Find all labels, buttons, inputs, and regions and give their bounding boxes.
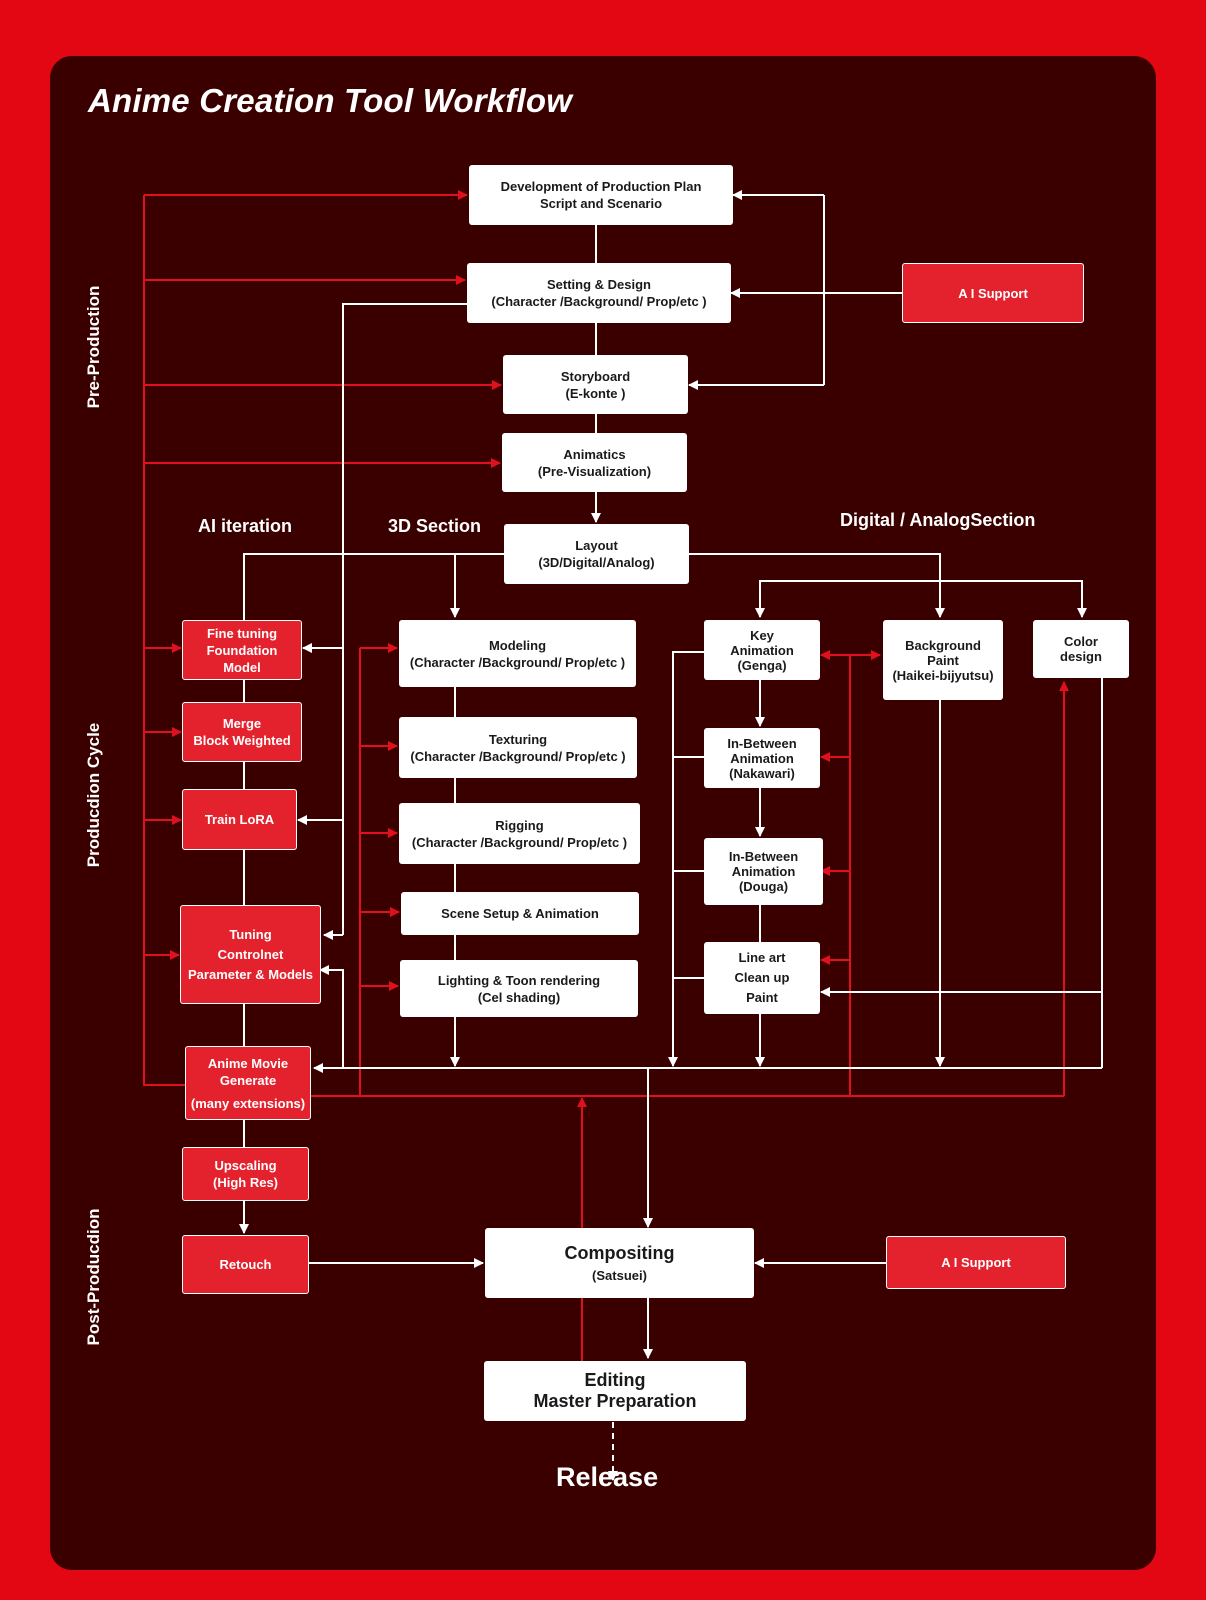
phase-label-pre-production: Pre-Production [84, 285, 103, 409]
node-merge: Merge Block Weighted [182, 702, 302, 762]
node-line: (Genga) [737, 657, 787, 673]
node-layout: Layout (3D/Digital/Analog) [504, 524, 689, 584]
release-label: Release [556, 1462, 659, 1492]
node-line: Upscaling [214, 1158, 277, 1173]
node-line: design [1060, 649, 1102, 664]
node-key-animation: Key Animation (Genga) [704, 620, 820, 680]
node-tuning: Tuning Controlnet Parameter & Models [180, 905, 321, 1004]
node-texturing: Texturing (Character /Background/ Prop/e… [399, 717, 637, 778]
node-upscaling: Upscaling (High Res) [182, 1147, 309, 1201]
node-line: (Character /Background/ Prop/etc ) [491, 294, 707, 309]
node-lighting: Lighting & Toon rendering (Cel shading) [400, 960, 638, 1017]
node-color-design: Color design [1033, 620, 1129, 678]
node-line: Lighting & Toon rendering [437, 972, 601, 988]
node-anime-movie: Anime Movie Generate (many extensions) [185, 1046, 311, 1120]
node-line: (Pre-Visualization) [537, 463, 652, 479]
node-line: In-Between [727, 735, 797, 751]
node-line: Animation [730, 642, 794, 658]
node-line: Tuning [229, 926, 272, 942]
node-line: (Character /Background/ Prop/etc ) [409, 654, 626, 670]
node-line: Setting & Design [546, 277, 651, 292]
node-train-lora: Train LoRA [182, 789, 297, 850]
node-line: Paint [746, 990, 778, 1005]
node-background-paint: Background Paint (Haikei-bijyutsu) [883, 620, 1003, 700]
node-line: Color [1064, 634, 1098, 649]
node-line: Animation [730, 750, 794, 766]
node-line: Development of Production Plan [500, 179, 702, 194]
node-ai-support-top: A I Support [902, 263, 1084, 323]
node-line: (Cel shading) [477, 989, 561, 1005]
node-line: Rigging [495, 817, 544, 833]
node-line: Background [905, 637, 981, 653]
node-line: (Nakawari) [729, 765, 795, 781]
node-line: A I Support [958, 285, 1028, 301]
node-line: Clean up [734, 970, 790, 985]
node-line: Paint [927, 652, 959, 668]
node-line: (Character /Background/ Prop/etc ) [411, 834, 628, 850]
section-heading-3d: 3D Section [388, 516, 482, 536]
node-line: Modeling [488, 637, 547, 653]
node-compositing: Compositing (Satsuei) [485, 1228, 754, 1298]
node-line: Anime Movie [207, 1055, 289, 1071]
node-line: Controlnet [217, 946, 284, 962]
node-modeling: Modeling (Character /Background/ Prop/et… [399, 620, 636, 687]
node-line: (High Res) [213, 1175, 278, 1190]
node-inbetween-douga: In-Between Animation (Douga) [704, 838, 823, 905]
node-line-art: Line art Clean up Paint [704, 942, 820, 1014]
node-line: Editing [584, 1370, 646, 1390]
node-line: (many extensions) [190, 1095, 306, 1111]
phase-label-production-cycle: Producdion Cycle [84, 722, 103, 868]
node-line: Foundation [206, 642, 278, 658]
node-line: Parameter & Models [188, 966, 313, 982]
node-line: Master Preparation [533, 1391, 697, 1411]
node-inbetween-nakawari: In-Between Animation (Nakawari) [704, 728, 820, 788]
node-line: (Satsuei) [592, 1267, 647, 1283]
node-line: Merge [222, 716, 262, 731]
section-heading-digital-analog: Digital / AnalogSection [840, 510, 1036, 530]
node-line: Model [223, 659, 261, 675]
node-line: A I Support [941, 1255, 1011, 1270]
node-production-plan: Development of Production Plan Script an… [469, 165, 733, 225]
node-line: Animatics [563, 446, 626, 462]
node-line: Train LoRA [204, 812, 275, 827]
node-line: Animation [731, 864, 796, 879]
node-retouch: Retouch [182, 1235, 309, 1294]
node-line: Scene Setup & Animation [441, 906, 599, 921]
node-line: Compositing [564, 1242, 675, 1263]
node-line: Key [750, 627, 774, 643]
node-line: (Character /Background/ Prop/etc ) [410, 748, 626, 764]
node-storyboard: Storyboard (E-konte ) [503, 355, 688, 414]
node-line: Layout [575, 538, 618, 553]
node-line: (E-konte ) [565, 385, 626, 401]
node-setting-design: Setting & Design (Character /Background/… [467, 263, 731, 323]
node-fine-tuning: Fine tuning Foundation Model [182, 620, 302, 680]
node-line: (Haikei-bijyutsu) [892, 667, 994, 683]
node-ai-support-bottom: A I Support [886, 1236, 1066, 1289]
node-line: Fine tuning [206, 625, 278, 641]
section-heading-ai-iteration: AI iteration [198, 516, 293, 536]
node-line: Block Weighted [193, 733, 291, 748]
node-editing: Editing Master Preparation [484, 1361, 746, 1421]
node-line: (3D/Digital/Analog) [538, 555, 655, 570]
node-line: Texturing [488, 731, 548, 747]
phase-label-post-production: Post-Producdion [84, 1208, 103, 1346]
node-line: In-Between [728, 849, 799, 864]
node-line: Script and Scenario [539, 196, 663, 211]
node-line: Generate [219, 1072, 277, 1088]
node-line: Storyboard [560, 368, 631, 384]
node-scene-setup: Scene Setup & Animation [401, 892, 639, 935]
node-line: Retouch [219, 1257, 272, 1272]
node-line: (Douga) [738, 879, 789, 894]
node-line: Line art [738, 950, 786, 965]
node-rigging: Rigging (Character /Background/ Prop/etc… [399, 803, 640, 864]
node-animatics: Animatics (Pre-Visualization) [502, 433, 687, 492]
diagram-title: Anime Creation Tool Workflow [88, 82, 573, 119]
